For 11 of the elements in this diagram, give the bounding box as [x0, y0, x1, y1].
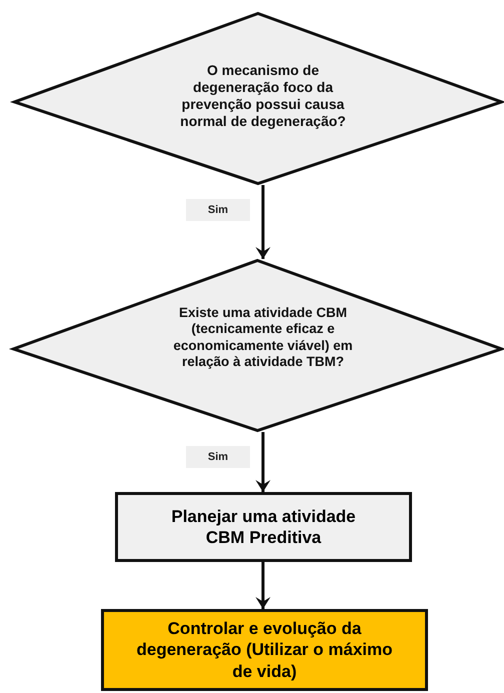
edge-label: Sim [186, 446, 250, 468]
decision-text: Existe uma atividade CBM (tecnicamente eficaz e economicamente viável) em relação à atividade TBM? [172, 305, 354, 371]
edge-label: Sim [186, 199, 250, 221]
process-box [101, 609, 428, 691]
arrow [256, 432, 270, 492]
process-text: Controlar e evolução da degeneração (Utilizar o máximo de vida) [135, 618, 394, 682]
process-box [115, 492, 412, 562]
arrow [256, 185, 270, 259]
arrow [256, 562, 270, 609]
process-text: Planejar uma atividade CBM Preditiva [170, 506, 357, 548]
decision-text: O mecanismo de degeneração foco da prevenção possui causa normal de degeneração? [179, 62, 347, 130]
